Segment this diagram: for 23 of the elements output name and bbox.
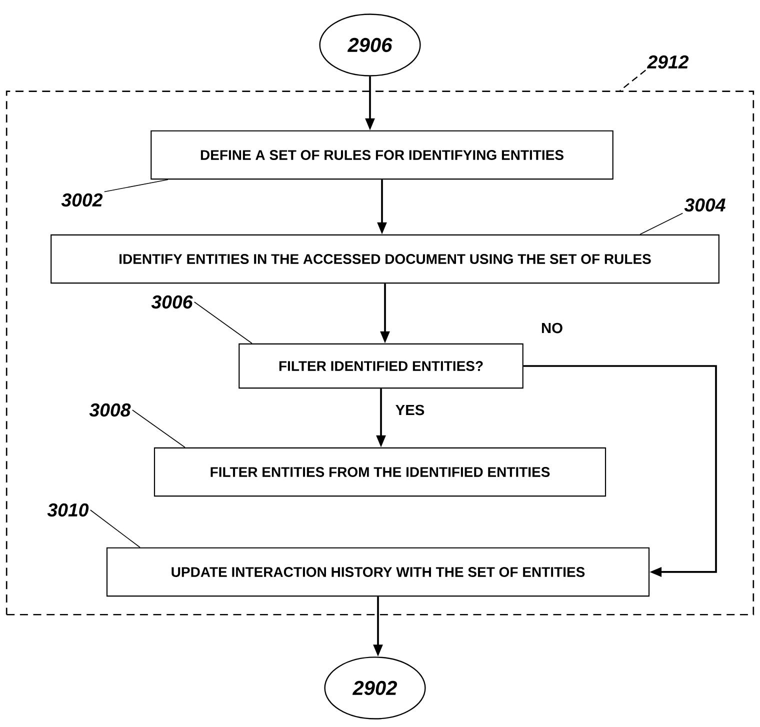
edge-label: YES (394, 403, 426, 417)
reference-numeral: 3010 (47, 503, 89, 517)
terminal-oval: 2902 (324, 656, 426, 720)
leader-line (104, 179, 168, 192)
reference-numeral: 3002 (61, 193, 103, 207)
reference-numeral: 2912 (646, 55, 689, 69)
reference-numeral: 3006 (151, 295, 193, 309)
leader-line (90, 510, 140, 548)
reference-numeral: 3004 (684, 198, 726, 212)
process-box: FILTER IDENTIFIED ENTITIES? (238, 343, 524, 389)
terminal-oval: 2906 (319, 14, 421, 76)
process-box: UPDATE INTERACTION HISTORY WITH THE SET OF ENTITIES (106, 547, 650, 597)
arrow (523, 365, 717, 577)
reference-numeral: 3008 (89, 403, 131, 417)
leader-line (640, 212, 684, 235)
leader-line (194, 302, 252, 344)
process-box: DEFINE A SET OF RULES FOR IDENTIFYING ENTITIES (150, 130, 614, 180)
process-box: FILTER ENTITIES FROM THE IDENTIFIED ENTITIES (154, 447, 606, 497)
process-box: IDENTIFY ENTITIES IN THE ACCESSED DOCUMENT USING THE SET OF RULES (50, 234, 720, 284)
leader-line (620, 70, 646, 92)
leader-line (132, 410, 186, 448)
dashed-boundary (6, 90, 754, 616)
edge-label: NO (540, 321, 564, 335)
